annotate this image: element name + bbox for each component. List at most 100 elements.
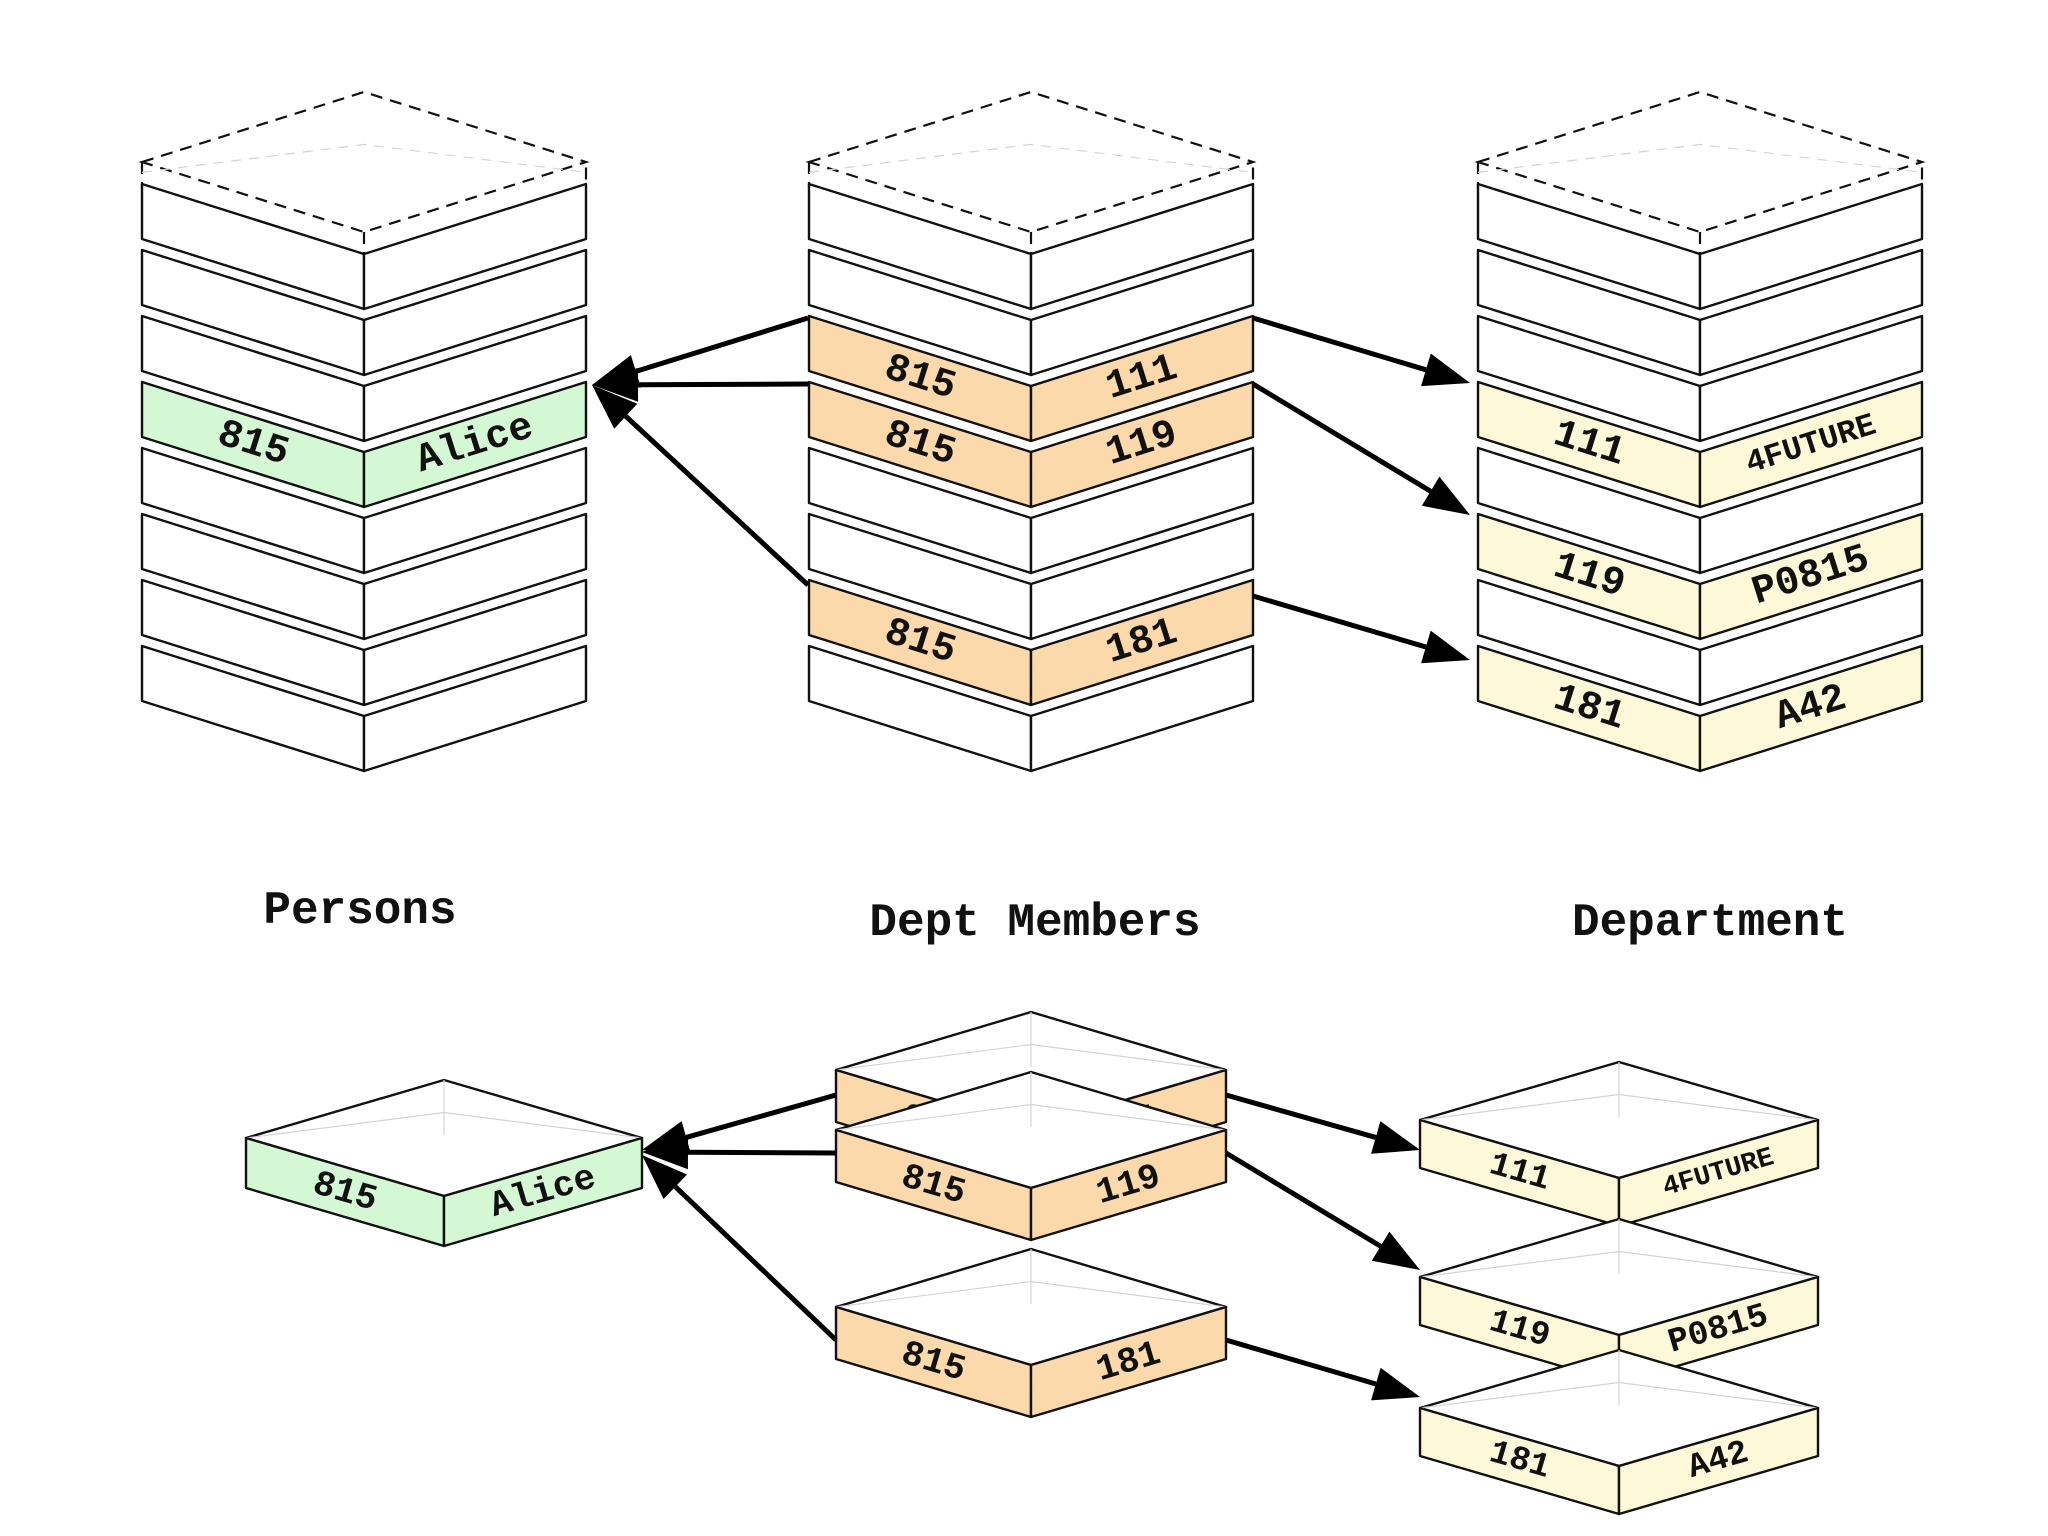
arrow-shaft: [635, 315, 809, 374]
arrow-shaft: [1225, 1337, 1377, 1387]
ghost-inner-edge: [808, 143, 1254, 173]
arrow-member-to-dept-181: [1252, 593, 1470, 664]
ghost-side-edges: [807, 162, 1255, 260]
empty-record-row: [1476, 446, 1924, 575]
record-row-181-A42: 181 A42: [1476, 644, 1924, 773]
slab-right-face: [1698, 182, 1924, 311]
arrow-head: [1371, 1367, 1420, 1401]
empty-record-row: [1476, 182, 1924, 311]
arrow-head: [642, 1135, 689, 1170]
ghost-inner-edge: [1477, 143, 1923, 173]
slab-right-face: [362, 182, 588, 311]
empty-record-row: [140, 644, 588, 773]
slab-right-face: [1029, 446, 1255, 575]
slab-right-face: [1698, 644, 1924, 773]
arrow-member-181-to-alice: [592, 385, 810, 587]
cell-value: 111: [1101, 346, 1183, 411]
empty-record-row: [807, 446, 1255, 575]
arrow-member-119-to-alice: [592, 367, 809, 402]
empty-record-row: [807, 644, 1255, 773]
arrow-shaft: [685, 1092, 837, 1140]
empty-record-row: [1476, 578, 1924, 707]
arrow-head: [1421, 353, 1470, 387]
top-relationship-arrows: [592, 315, 1470, 664]
arrow-shaft: [687, 1149, 837, 1156]
department-title: Department: [1572, 897, 1848, 949]
empty-record-row: [140, 578, 588, 707]
slab-right-face: [442, 1136, 644, 1248]
cell-key: 181: [1548, 676, 1630, 741]
slab-right-face: [1029, 1128, 1228, 1242]
slab-right-face: [1029, 314, 1255, 443]
arrow-head: [1371, 1121, 1420, 1154]
ghost-inner-edge: [141, 143, 587, 173]
slab-right-face: [362, 380, 588, 509]
empty-record-row: [140, 512, 588, 641]
arrow-head: [592, 385, 638, 429]
arrow-shaft: [1225, 1092, 1377, 1140]
arrow-member-to-dept-111: [1252, 315, 1470, 387]
slab-right-face: [1698, 380, 1924, 509]
arrow-member-to-dept-119: [1251, 381, 1470, 515]
empty-record-row: [807, 182, 1255, 311]
arrow-head: [1421, 476, 1470, 515]
cell-key: 815: [879, 412, 961, 477]
result-arrow-to-dept-111: [1225, 1092, 1420, 1154]
result-arrow-to-dept-119: [1224, 1150, 1420, 1270]
slab-right-face: [1029, 644, 1255, 773]
cell-key: 815: [879, 346, 961, 411]
slab-right-face: [362, 248, 588, 377]
cell-value: 119: [1101, 412, 1183, 477]
arrow-shaft: [1224, 1150, 1382, 1249]
cell-key: 815: [212, 412, 294, 477]
ghost-top-face: [138, 90, 590, 234]
cell-value: 181: [1101, 610, 1183, 675]
dept-members-title: Dept Members: [869, 897, 1200, 949]
slab-right-face: [1029, 182, 1255, 311]
slab-right-face: [362, 314, 588, 443]
empty-record-row: [1476, 314, 1924, 443]
slab-right-face: [1029, 1305, 1228, 1419]
arrow-head: [592, 367, 639, 402]
slab-right-face: [1698, 578, 1924, 707]
ghost-side-edges: [140, 162, 588, 260]
slab-right-face: [1698, 446, 1924, 575]
slab-right-face: [1698, 314, 1924, 443]
slab-right-face: [1617, 1118, 1820, 1228]
arrow-shaft: [1252, 593, 1427, 650]
slab-right-face: [362, 446, 588, 575]
slab-right-face: [1698, 248, 1924, 377]
empty-record-row: [140, 182, 588, 311]
persons-title: Persons: [263, 885, 456, 937]
dept-members-table-stack: 815 111 815 119 815 181: [805, 90, 1257, 773]
slab-right-face: [362, 644, 588, 773]
slab-right-face: [1029, 512, 1255, 641]
cell-value: A42: [1770, 676, 1852, 741]
slab-right-face: [1617, 1406, 1820, 1516]
result-relationship-arrows: [642, 1092, 1420, 1401]
slab-right-face: [362, 578, 588, 707]
empty-record-row: [140, 314, 588, 443]
ghost-top-face: [805, 90, 1257, 234]
cell-key: 111: [1548, 412, 1630, 477]
cell-key: 815: [879, 610, 961, 675]
empty-record-row: [140, 446, 588, 575]
slab-right-face: [1029, 248, 1255, 377]
empty-record-row: [807, 248, 1255, 377]
result-arrow-to-dept-181: [1225, 1337, 1420, 1401]
empty-record-row: [1476, 248, 1924, 377]
arrow-shaft: [673, 1184, 838, 1342]
arrow-shaft: [1251, 381, 1432, 494]
arrow-shaft: [624, 414, 810, 587]
result-arrow-119-to-alice: [642, 1135, 837, 1170]
ghost-top-face: [1474, 90, 1926, 234]
